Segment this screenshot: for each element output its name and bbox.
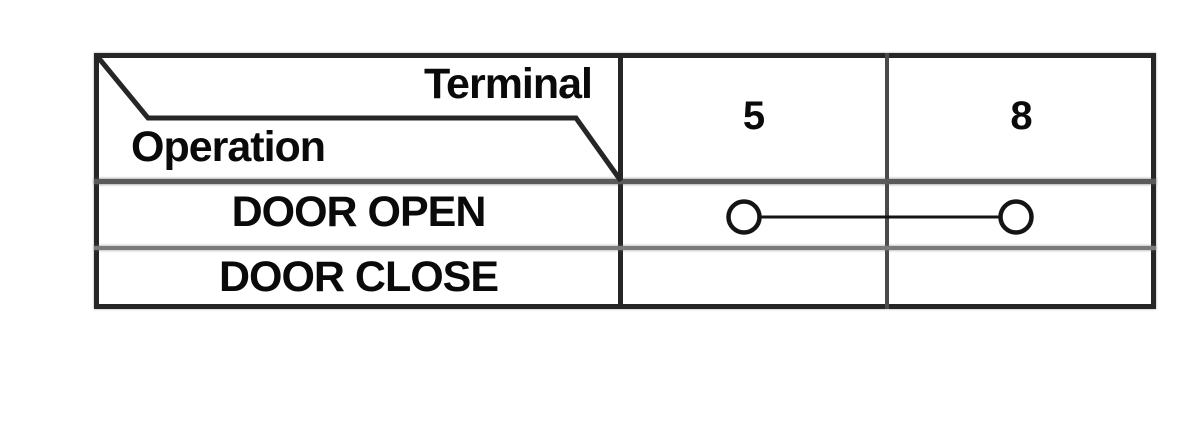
terminal-5-contact-circle: [726, 199, 762, 235]
operation-header-label: Operation: [131, 122, 326, 171]
door-open-row-label: DOOR OPEN: [231, 188, 487, 236]
terminal-8-contact-circle: [998, 199, 1034, 235]
door-open-close-row-divider: [94, 246, 1156, 250]
terminal-header-label: Terminal: [423, 59, 593, 108]
header-diagonal-divider: [95, 54, 624, 183]
door-close-row-label: DOOR CLOSE: [218, 253, 499, 301]
terminal-column-header-8: 8: [1010, 94, 1033, 138]
terminal-column-header-5: 5: [742, 94, 766, 138]
header-row-divider: [94, 179, 1156, 184]
